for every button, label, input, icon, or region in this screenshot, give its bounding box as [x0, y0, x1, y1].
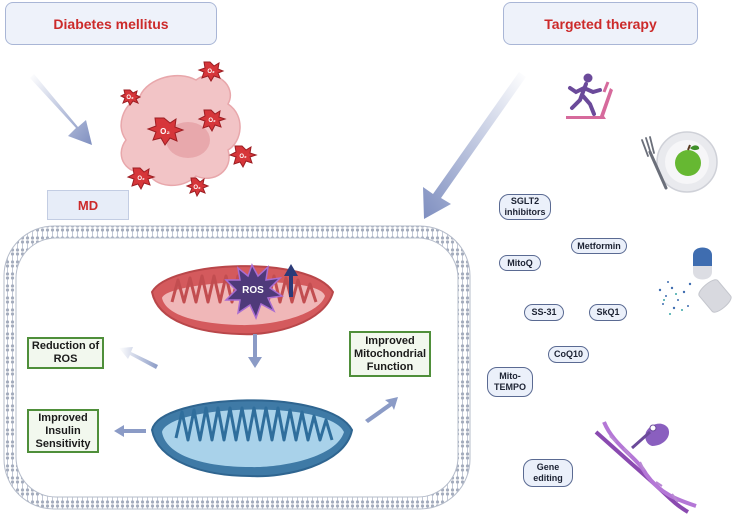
mito-line-3: Function	[366, 360, 414, 373]
radical-6	[126, 167, 156, 191]
therapy-sglt2-inhibitors: SGLT2 inhibitors	[499, 194, 551, 220]
mito-line-2: Mitochondrial	[353, 347, 427, 360]
therapy-metformin: Metformin	[571, 238, 627, 254]
reduction-of-ros-box: Reduction of ROS	[27, 337, 104, 369]
targeted-therapy-label: Targeted therapy	[544, 15, 657, 32]
arrow-to-mito-function	[365, 397, 398, 423]
mitotempo-line-2: TEMPO	[493, 382, 526, 392]
gene-line-1: Gene	[536, 462, 560, 472]
o2-label: O₂	[207, 69, 215, 75]
arrow-therapy-to-cell	[423, 72, 526, 219]
therapy-mito-tempo: Mito- TEMPO	[487, 367, 533, 397]
radical-4	[146, 117, 185, 146]
radical-3	[197, 109, 227, 133]
mito-line-1: Improved	[365, 334, 415, 347]
sglt2-line-2: inhibitors	[504, 207, 546, 217]
therapy-skq1: SkQ1	[589, 304, 627, 321]
radical-5	[228, 145, 258, 169]
mitotempo-line-1: Mito-	[499, 371, 521, 381]
o2-label: O₂	[239, 154, 247, 160]
ss31-label: SS-31	[531, 307, 557, 317]
radical-2	[119, 89, 142, 106]
reduction-line-1: Reduction of	[31, 340, 100, 352]
dna-editing-icon	[594, 421, 697, 514]
capsule-icon	[658, 247, 732, 315]
o2-label: O₂	[137, 176, 145, 182]
radical-7	[185, 177, 210, 198]
coq10-label: CoQ10	[553, 349, 583, 359]
o2-label: O₂	[208, 118, 216, 124]
arrow-red-to-blue	[248, 334, 262, 368]
metformin-label: Metformin	[577, 240, 621, 251]
arrow-to-reduction-ros	[119, 347, 158, 369]
sglt2-line-1: SGLT2	[510, 196, 540, 206]
md-box: MD	[47, 190, 129, 220]
insulin-line-3: Sensitivity	[35, 437, 91, 450]
arrow-to-insulin	[114, 425, 146, 437]
treadmill-runner-icon	[566, 73, 613, 119]
arrow-dm-to-md	[30, 74, 92, 145]
md-label: MD	[77, 197, 99, 213]
ros-burst-icon	[224, 263, 285, 320]
targeted-therapy-title: Targeted therapy	[503, 2, 698, 45]
improved-insulin-sensitivity-box: Improved Insulin Sensitivity	[27, 409, 99, 453]
o2-label: O₂	[160, 127, 170, 136]
o2-label: O₂	[126, 95, 134, 101]
diabetes-mellitus-title: Diabetes mellitus	[5, 2, 217, 45]
reduction-line-2: ROS	[53, 353, 78, 365]
o2-label: O₂	[193, 185, 201, 191]
apple-plate-icon	[641, 131, 718, 193]
therapy-coq10: CoQ10	[548, 346, 589, 363]
insulin-line-2: Insulin	[45, 424, 81, 437]
gene-line-2: editing	[533, 473, 563, 483]
ros-increase-arrow	[284, 264, 298, 297]
ros-text: ROS	[242, 284, 264, 296]
superoxide-radicals	[119, 61, 258, 198]
insulin-line-1: Improved	[38, 411, 88, 424]
mitochondrion-blue-icon	[150, 399, 354, 478]
diabetes-mellitus-label: Diabetes mellitus	[53, 15, 169, 32]
therapy-mitoq: MitoQ	[499, 255, 541, 271]
ros-label: ROS	[236, 283, 270, 297]
therapy-gene-editing: Gene editing	[523, 459, 573, 487]
therapy-ss-31: SS-31	[524, 304, 564, 321]
improved-mitochondrial-function-box: Improved Mitochondrial Function	[349, 331, 431, 377]
skq1-label: SkQ1	[596, 307, 620, 317]
radical-1	[197, 61, 225, 82]
mitoq-label: MitoQ	[507, 257, 533, 268]
